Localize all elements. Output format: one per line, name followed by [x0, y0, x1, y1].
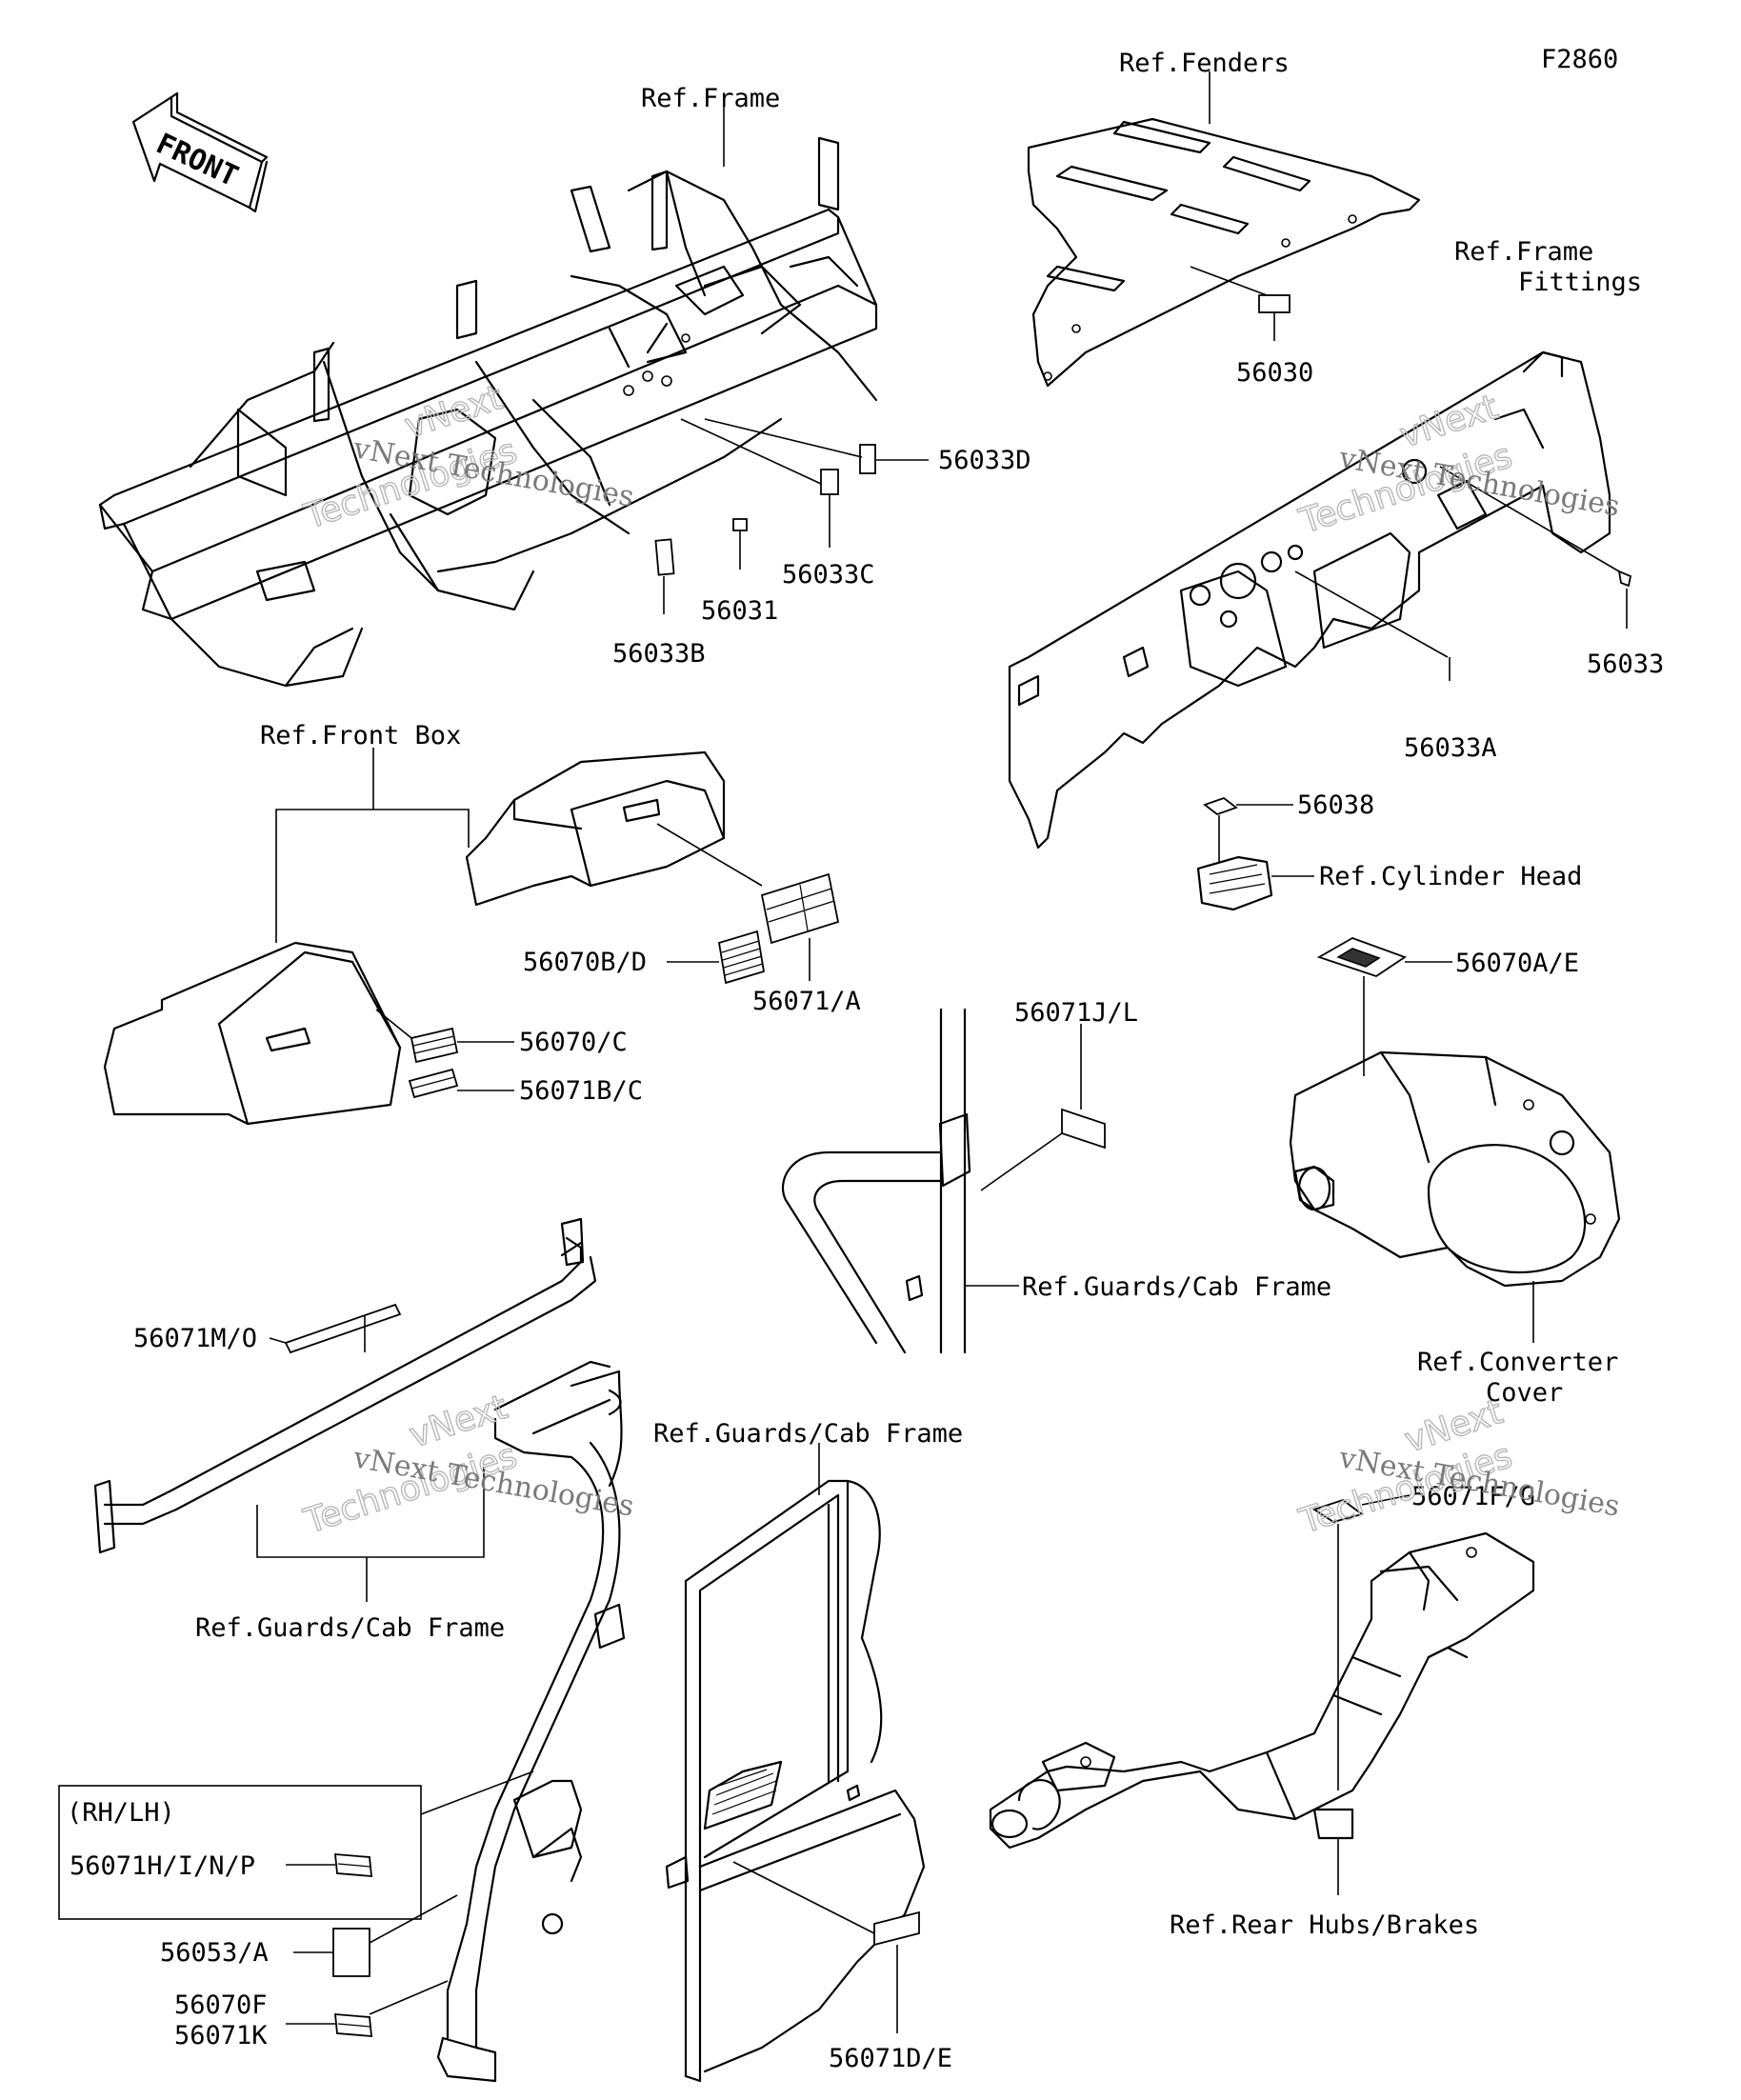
ref-frame-fittings-label-2: Fittings: [1518, 268, 1642, 297]
part-56071FG[interactable]: 56071F/G: [1411, 1482, 1535, 1511]
decal-56070C: [410, 1027, 459, 1064]
decal-56070F-56071K: [333, 2013, 373, 2037]
part-56031[interactable]: 56031: [701, 596, 778, 626]
decal-56070BD: [717, 930, 766, 985]
ref-converter-cover-label-2: Cover: [1486, 1378, 1563, 1408]
frame-fittings-assembly: [1008, 350, 1611, 850]
figure-id: F2860: [1541, 45, 1618, 74]
rear-hubs-assembly: [989, 1531, 1535, 1850]
decal-56033: [1617, 570, 1632, 588]
decal-56033D: [859, 444, 876, 474]
ref-guards-cab-frame-door-label: Ref.Guards/Cab Frame: [653, 1419, 963, 1449]
part-56071A[interactable]: 56071/A: [752, 987, 861, 1016]
part-56033B[interactable]: 56033B: [612, 639, 706, 669]
cab-frame-center: [781, 1008, 971, 1354]
part-56071DE[interactable]: 56071D/E: [829, 2044, 952, 2073]
front-box-lower: [103, 941, 402, 1126]
part-56070AE[interactable]: 56070A/E: [1455, 949, 1579, 978]
rh-lh-box: [58, 1785, 422, 1920]
decal-56071A: [760, 872, 840, 945]
part-56071MO[interactable]: 56071M/O: [133, 1324, 257, 1353]
decal-56038: [1203, 796, 1238, 816]
fenders-assembly: [1027, 117, 1421, 388]
ref-rear-hubs-brakes-label: Ref.Rear Hubs/Brakes: [1170, 1910, 1479, 1940]
ref-frame-label: Ref.Frame: [641, 84, 780, 113]
part-56071HINP[interactable]: 56071H/I/N/P: [70, 1851, 255, 1881]
decal-56071MO: [284, 1303, 402, 1354]
part-56033C[interactable]: 56033C: [782, 560, 875, 590]
ref-guards-cab-frame-left-label: Ref.Guards/Cab Frame: [195, 1613, 505, 1643]
part-56033D[interactable]: 56033D: [938, 446, 1031, 475]
ref-frame-fittings-label-1: Ref.Frame: [1454, 237, 1593, 267]
part-56070BD[interactable]: 56070B/D: [523, 948, 647, 977]
frame-assembly: [98, 136, 878, 688]
front-arrow-icon: FRONT: [131, 91, 269, 213]
part-56030[interactable]: 56030: [1236, 358, 1313, 388]
part-56071JL[interactable]: 56071J/L: [1014, 998, 1138, 1028]
watermark-top-right: vNext Technologies vNext Technologies: [1293, 387, 1622, 542]
cab-door: [665, 1479, 926, 2083]
watermark-bottom-right: vNext Technologies vNext Technologies: [1293, 1391, 1622, 1542]
decal-56053A: [332, 1928, 370, 1977]
cab-tube-left: [93, 1217, 626, 2083]
decal-56071BC: [408, 1068, 459, 1099]
converter-cover-part: [1289, 1050, 1621, 1288]
front-box-upper: [465, 750, 726, 907]
decal-56071HINP: [333, 1853, 373, 1877]
ref-cylinder-head-label: Ref.Cylinder Head: [1319, 862, 1582, 891]
decal-56071FG: [1311, 1498, 1365, 1523]
part-56038[interactable]: 56038: [1297, 790, 1374, 820]
decal-56071JL: [1061, 1108, 1106, 1150]
part-56071K[interactable]: 56071K: [174, 2021, 268, 2050]
front-arrow-label: FRONT: [151, 128, 244, 194]
ref-guards-cab-frame-mid-label: Ref.Guards/Cab Frame: [1022, 1272, 1331, 1302]
part-56053A[interactable]: 56053/A: [160, 1938, 269, 1968]
decal-56033C: [820, 469, 839, 495]
ref-front-box-label: Ref.Front Box: [260, 721, 461, 750]
part-56071BC[interactable]: 56071B/C: [519, 1076, 643, 1106]
decal-56033B: [654, 538, 675, 576]
cylinder-head-part: [1196, 855, 1273, 911]
rh-lh-label: (RH/LH): [67, 1798, 175, 1828]
decal-56031: [732, 518, 748, 531]
part-56070F[interactable]: 56070F: [174, 1990, 268, 2020]
decal-56070AE: [1316, 937, 1407, 977]
part-56070C[interactable]: 56070/C: [519, 1028, 628, 1057]
part-56033A[interactable]: 56033A: [1404, 733, 1497, 763]
ref-fenders-label: Ref.Fenders: [1119, 49, 1290, 78]
ref-converter-cover-label-1: Ref.Converter: [1417, 1348, 1618, 1377]
part-56033[interactable]: 56033: [1587, 650, 1664, 679]
decal-56030: [1258, 294, 1291, 313]
decal-56071DE: [873, 1910, 920, 1947]
